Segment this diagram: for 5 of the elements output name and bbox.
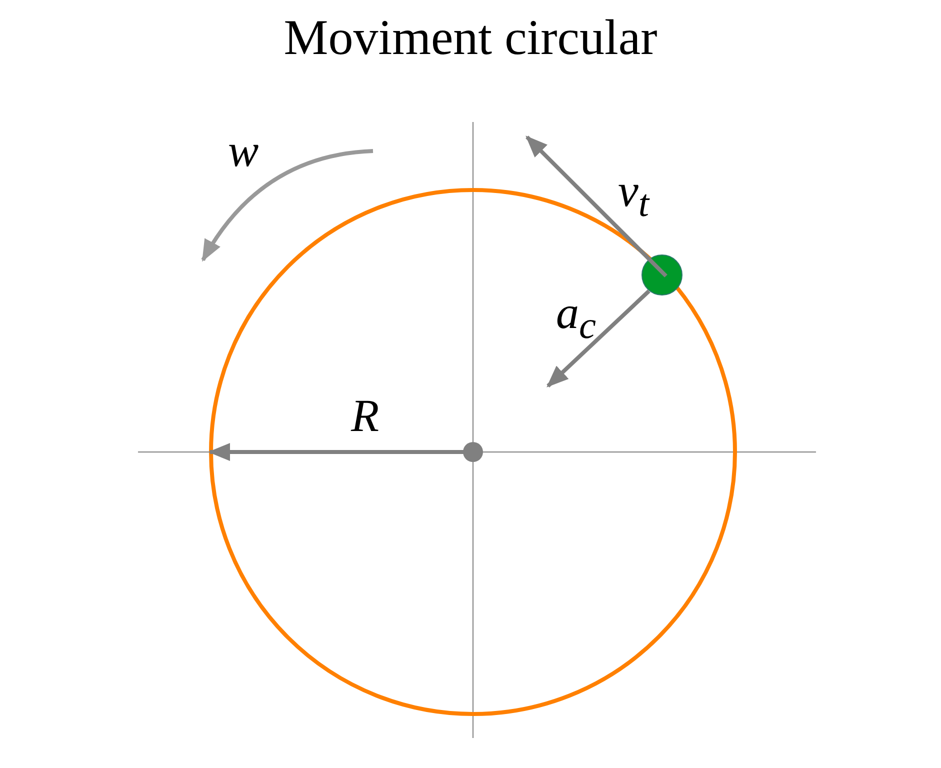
acceleration-label: a$_{c}$ <box>556 290 596 346</box>
diagram-title: Moviment circular <box>284 8 658 66</box>
radius-label: R <box>351 393 380 439</box>
velocity-label: v$_{t}$ <box>618 168 650 224</box>
angular-velocity-label: w <box>228 128 259 174</box>
